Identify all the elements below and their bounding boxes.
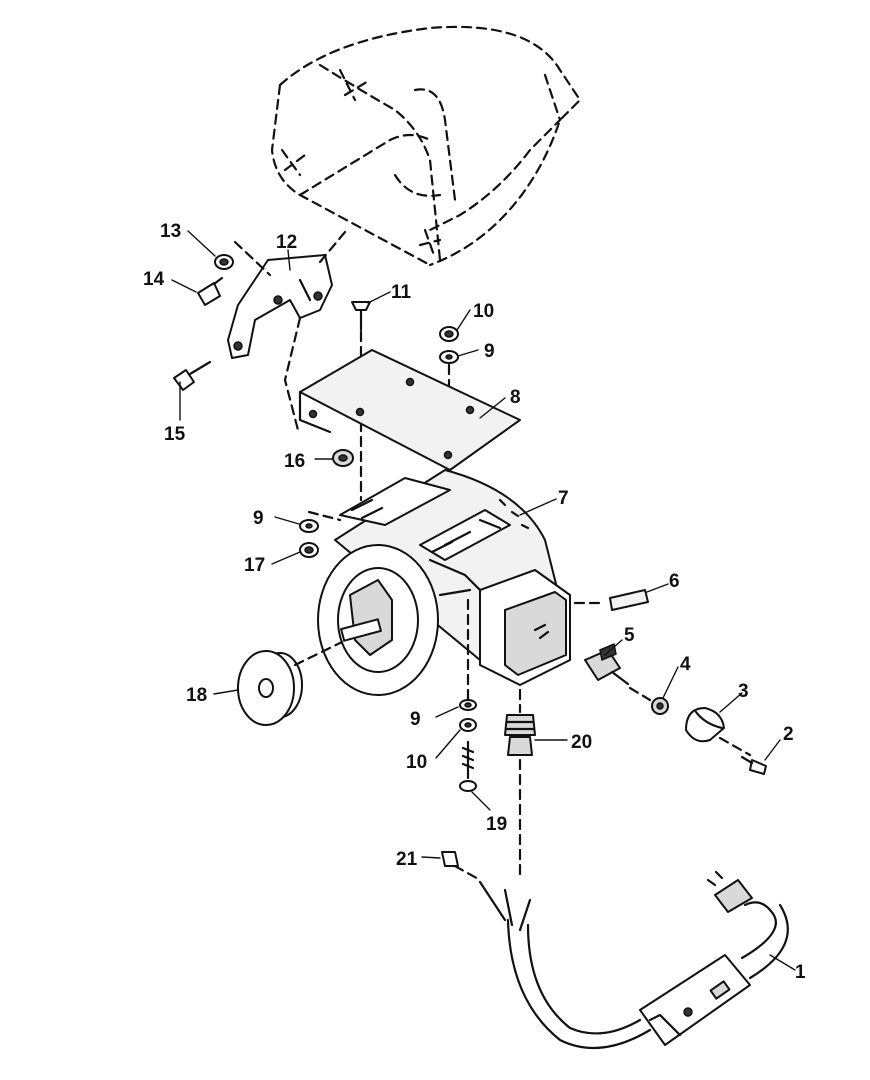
nut-16 bbox=[332, 449, 354, 467]
nut-17 bbox=[299, 542, 319, 558]
callout-8: 8 bbox=[510, 387, 521, 408]
bracket-12 bbox=[227, 254, 333, 359]
switch-5 bbox=[584, 642, 630, 686]
callout-4: 4 bbox=[680, 654, 691, 675]
nut-10-bottom bbox=[459, 718, 477, 732]
power-cord-1 bbox=[478, 870, 789, 1050]
leader-dash-12 bbox=[318, 230, 347, 264]
callout-19: 19 bbox=[486, 814, 507, 835]
callout-5: 5 bbox=[624, 625, 635, 646]
strain-relief-20 bbox=[504, 714, 536, 756]
screw-2 bbox=[740, 755, 767, 775]
clip-21 bbox=[441, 851, 459, 867]
mounting-plate-8 bbox=[298, 349, 521, 471]
callout-9-top: 9 bbox=[484, 341, 495, 362]
callout-6: 6 bbox=[669, 571, 680, 592]
leader-lines bbox=[171, 230, 796, 971]
callout-2: 2 bbox=[783, 724, 794, 745]
callout-9-bottom: 9 bbox=[410, 709, 421, 730]
leader-dash-13 bbox=[233, 240, 272, 277]
callout-9-left: 9 bbox=[253, 508, 264, 529]
callout-3: 3 bbox=[738, 681, 749, 702]
screw-11 bbox=[351, 301, 371, 332]
bolt-14 bbox=[197, 276, 224, 306]
callout-7: 7 bbox=[558, 488, 569, 509]
callout-12: 12 bbox=[276, 232, 297, 253]
cover-3 bbox=[685, 707, 725, 743]
bolt-19 bbox=[459, 740, 477, 792]
callout-16: 16 bbox=[284, 451, 305, 472]
callout-15: 15 bbox=[164, 424, 186, 445]
callout-11: 11 bbox=[391, 282, 412, 303]
nut-10-top bbox=[439, 326, 459, 342]
callout-17: 17 bbox=[244, 555, 265, 576]
callout-21: 21 bbox=[396, 849, 418, 870]
nut-13 bbox=[214, 254, 234, 270]
callout-10-top: 10 bbox=[473, 301, 494, 322]
washer-9-left bbox=[299, 519, 319, 533]
motor-7 bbox=[317, 469, 571, 696]
nut-4 bbox=[651, 697, 669, 715]
leader-dash-4 bbox=[628, 686, 652, 702]
washer-9-bottom bbox=[459, 699, 477, 711]
leader-dash-17 bbox=[307, 510, 342, 522]
callout-14: 14 bbox=[143, 269, 165, 290]
callouts: 1 2 3 4 5 6 7 8 9 9 9 10 10 11 12 13 14 … bbox=[143, 221, 806, 983]
callout-10-bottom: 10 bbox=[406, 752, 427, 773]
leader-dash-3 bbox=[718, 736, 752, 757]
pulley-18 bbox=[237, 650, 303, 726]
callout-1: 1 bbox=[795, 962, 806, 983]
leader-dash-21 bbox=[453, 864, 482, 882]
leader-dash-15 bbox=[283, 316, 302, 432]
phantom-housing bbox=[270, 25, 582, 267]
callout-18: 18 bbox=[186, 685, 207, 706]
leader-dash-18 bbox=[293, 640, 344, 667]
callout-13: 13 bbox=[160, 221, 181, 242]
callout-20: 20 bbox=[571, 732, 592, 753]
label-6 bbox=[609, 589, 649, 611]
washer-9-top bbox=[439, 350, 459, 364]
